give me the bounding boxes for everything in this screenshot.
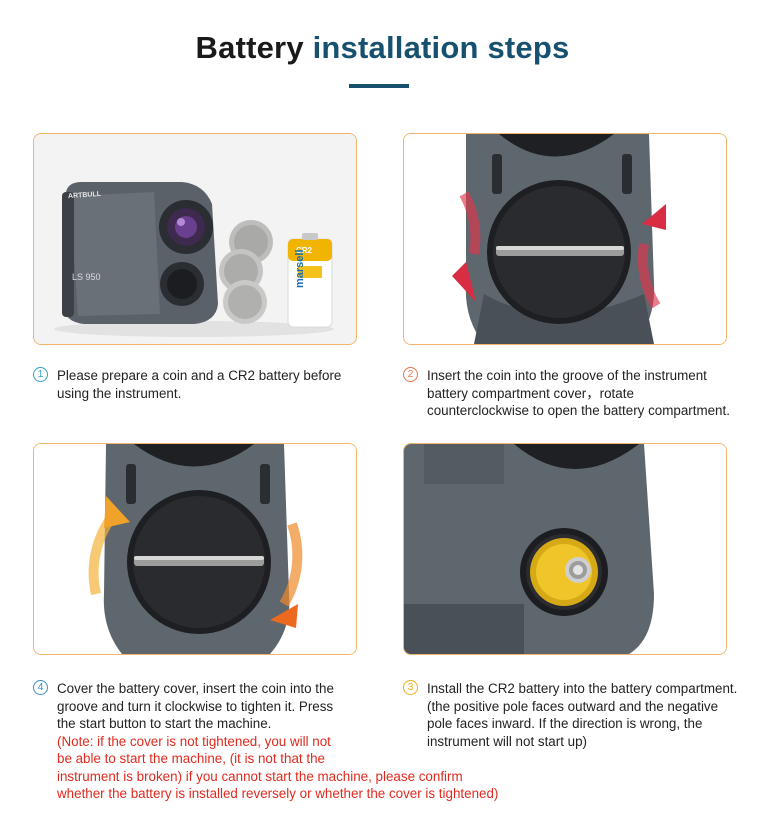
step-2-instruction: 2 Insert the coin into the groove of the… <box>403 367 758 420</box>
step-4-text: Cover the battery cover, insert the coin… <box>33 680 503 733</box>
cover-close-illustration <box>34 444 356 654</box>
step-2-line: counterclockwise to open the battery com… <box>427 403 730 418</box>
step-1-line: Please prepare a coin and a CR2 battery … <box>57 368 342 383</box>
step-4-note-line: instrument is broken) if you cannot star… <box>57 768 463 784</box>
step-2-line: battery compartment cover，rotate <box>427 385 634 401</box>
step-3-line: instrument will not start up) <box>427 733 588 749</box>
step-4-warning-note: (Note: if the cover is not tightened, yo… <box>33 733 503 803</box>
cover-open-illustration <box>404 134 726 344</box>
step-3-line: (the positive pole faces outward and the… <box>427 698 719 714</box>
step-3-instruction: 3 Install the CR2 battery into the batte… <box>403 680 758 750</box>
step-4-note-line: (Note: if the cover is not tightened, yo… <box>57 733 331 749</box>
page-title: Battery installation steps <box>0 30 765 66</box>
rangefinder-kit-illustration <box>34 134 356 344</box>
step-3-line: pole faces inward. If the direction is w… <box>427 716 703 731</box>
photo-close-battery-cover <box>33 443 357 655</box>
title-underline <box>349 84 409 88</box>
photo-rangefinder-coins-battery <box>33 133 357 345</box>
device-model-label: LS 950 <box>72 272 101 282</box>
title-part-1: Battery <box>195 30 304 65</box>
photo-open-battery-cover <box>403 133 727 345</box>
step-4-instruction: 4 Cover the battery cover, insert the co… <box>33 680 503 803</box>
title-part-2: installation steps <box>312 30 570 65</box>
step-1-line: using the instrument. <box>57 385 182 401</box>
step-2-text: Insert the coin into the groove of the i… <box>403 367 758 420</box>
corner-decoration <box>725 0 765 12</box>
battery-type-label: CR2 <box>296 246 313 255</box>
step-1-number-badge: 1 <box>33 367 48 382</box>
photo-battery-installed <box>403 443 727 655</box>
step-2-number-badge: 2 <box>403 367 418 382</box>
battery-brand-label: marsell <box>294 249 306 288</box>
step-3-text: Install the CR2 battery into the battery… <box>403 680 758 750</box>
step-4-line: Cover the battery cover, insert the coin… <box>57 681 334 696</box>
step-4-note-line: whether the battery is installed reverse… <box>57 786 499 801</box>
step-4-line: groove and turn it clockwise to tighten … <box>57 698 334 714</box>
step-1-instruction: 1 Please prepare a coin and a CR2 batter… <box>33 367 353 402</box>
step-1-text: Please prepare a coin and a CR2 battery … <box>33 367 353 402</box>
step-4-line: the start button to start the machine. <box>57 716 272 731</box>
step-4-note-line: be able to start the machine, (it is not… <box>57 751 325 766</box>
step-3-line: Install the CR2 battery into the battery… <box>427 681 738 696</box>
battery-installed-illustration <box>404 444 726 654</box>
step-2-line: Insert the coin into the groove of the i… <box>427 368 707 383</box>
step-4-number-badge: 4 <box>33 680 48 695</box>
step-3-number-badge: 3 <box>403 680 418 695</box>
